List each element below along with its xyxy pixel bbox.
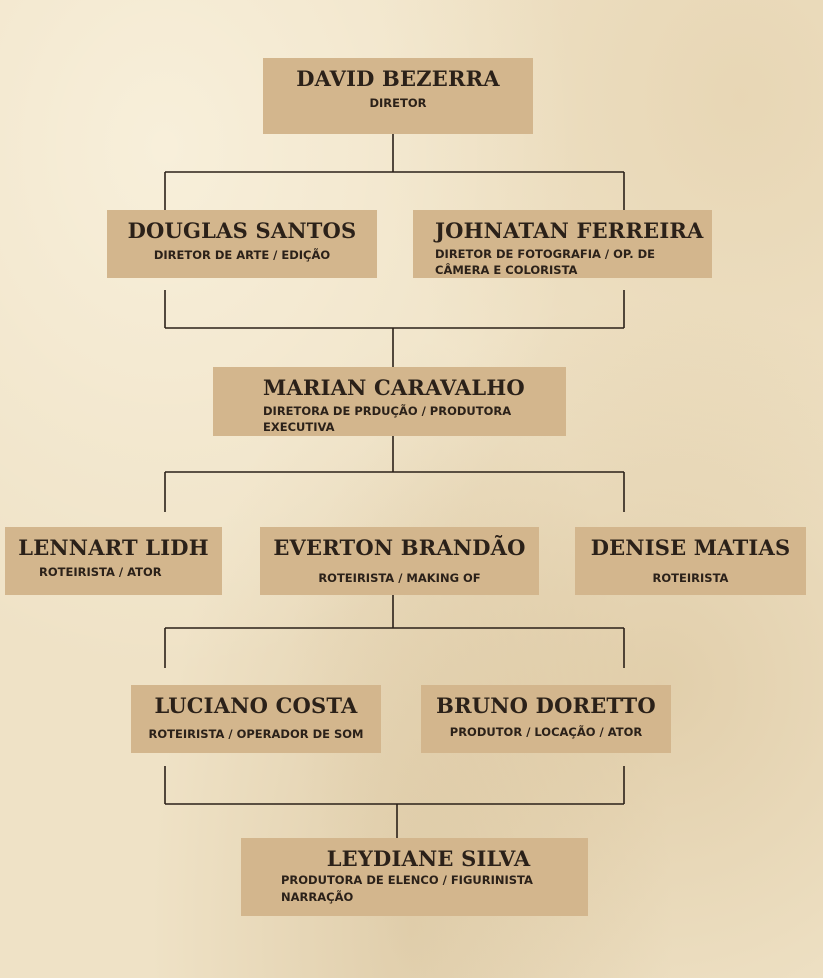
node-role: DIRETOR	[369, 96, 427, 110]
node-role: DIRETOR DE FOTOGRAFIA / OP. DE CÂMERA E …	[435, 247, 655, 277]
node-johnatan-ferreira: JOHNATAN FERREIRA DIRETOR DE FOTOGRAFIA …	[413, 210, 712, 278]
node-david-bezerra: DAVID BEZERRA DIRETOR	[263, 58, 533, 134]
node-leydiane-silva: LEYDIANE SILVA PRODUTORA DE ELENCO / FIG…	[241, 838, 588, 916]
node-role: PRODUTOR / LOCAÇÃO / ATOR	[449, 725, 643, 739]
node-name: DAVID BEZERRA	[296, 66, 500, 91]
node-role: PRODUTORA DE ELENCO / FIGURINISTA NARRAÇ…	[281, 873, 533, 904]
connector-marian-to-level4	[164, 436, 625, 512]
node-role: ROTEIRISTA / ATOR	[39, 565, 162, 579]
node-role: ROTEIRISTA	[652, 571, 729, 585]
connector-level2-to-marian	[164, 290, 625, 368]
node-name: LENNART LIDH	[18, 535, 209, 560]
node-name: MARIAN CARAVALHO	[263, 375, 525, 400]
connector-director-to-level2	[164, 134, 625, 212]
node-luciano-costa: LUCIANO COSTA ROTEIRISTA / OPERADOR DE S…	[131, 685, 381, 753]
node-name: DENISE MATIAS	[590, 535, 791, 560]
node-name: BRUNO DORETTO	[436, 693, 656, 718]
node-douglas-santos: DOUGLAS SANTOS DIRETOR DE ARTE / EDIÇÃO	[107, 210, 377, 278]
node-marian-caravalho: MARIAN CARAVALHO DIRETORA DE PRDUÇÃO / P…	[213, 367, 566, 436]
node-name: LEYDIANE SILVA	[326, 846, 531, 871]
connector-everton-to-level5	[164, 594, 625, 668]
node-role: ROTEIRISTA / MAKING OF	[318, 571, 481, 585]
node-name: DOUGLAS SANTOS	[127, 218, 357, 243]
node-name: EVERTON BRANDÃO	[273, 535, 526, 560]
node-denise-matias: DENISE MATIAS ROTEIRISTA	[575, 527, 806, 595]
node-bruno-doretto: BRUNO DORETTO PRODUTOR / LOCAÇÃO / ATOR	[421, 685, 671, 753]
node-role: ROTEIRISTA / OPERADOR DE SOM	[148, 727, 364, 741]
node-role: DIRETORA DE PRDUÇÃO / PRODUTORA EXECUTIV…	[263, 404, 512, 434]
connector-level5-to-leydiane	[164, 766, 625, 838]
node-name: LUCIANO COSTA	[154, 693, 358, 718]
node-role: DIRETOR DE ARTE / EDIÇÃO	[153, 248, 331, 262]
node-everton-brandao: EVERTON BRANDÃO ROTEIRISTA / MAKING OF	[260, 527, 539, 595]
node-lennart-lidh: LENNART LIDH ROTEIRISTA / ATOR	[5, 527, 222, 595]
node-name: JOHNATAN FERREIRA	[435, 218, 704, 243]
